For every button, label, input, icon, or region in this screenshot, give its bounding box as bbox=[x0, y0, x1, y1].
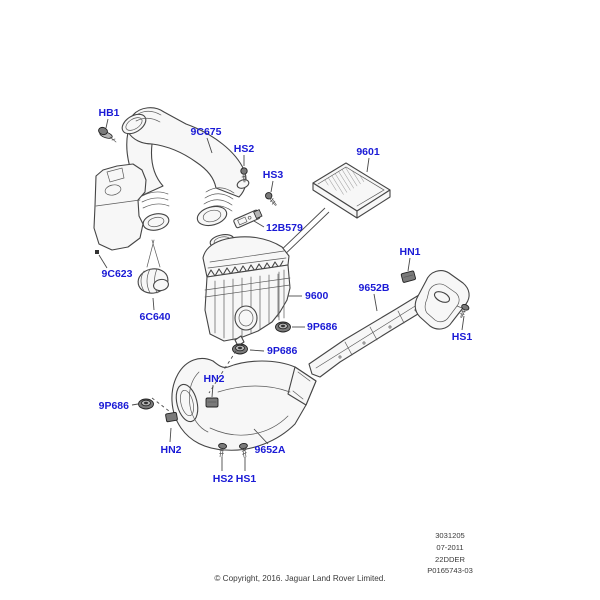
callout-hs2-top[interactable]: HS2 bbox=[234, 143, 255, 155]
drawing-number: 3031205 bbox=[435, 531, 465, 540]
callout-hs3[interactable]: HS3 bbox=[263, 169, 284, 181]
callout-9p686-left[interactable]: 9P686 bbox=[99, 400, 130, 412]
callout-hs1-right[interactable]: HS1 bbox=[452, 331, 473, 343]
screw-hs3-art bbox=[265, 192, 277, 206]
air-filter-9601-art bbox=[274, 162, 391, 261]
grommet-9p686-left-art bbox=[138, 398, 154, 410]
intake-duct-9652b-art bbox=[308, 270, 470, 378]
drawing-plate-id: P0165743-03 bbox=[427, 566, 473, 575]
drawing-code: 22DDER bbox=[435, 555, 465, 564]
callout-9652a[interactable]: 9652A bbox=[255, 444, 286, 456]
screw-hs2-bottom-art bbox=[218, 442, 227, 458]
air-cleaner-9600-art bbox=[202, 234, 291, 347]
callout-hb1[interactable]: HB1 bbox=[98, 107, 119, 119]
callout-9601[interactable]: 9601 bbox=[356, 146, 380, 158]
callout-9c675[interactable]: 9C675 bbox=[191, 126, 222, 138]
callout-labels: HB1 9C675 HS2 HS3 9601 12B579 9C623 6C64… bbox=[98, 107, 472, 485]
bolt-hb1-art bbox=[98, 126, 117, 143]
callout-9c623[interactable]: 9C623 bbox=[102, 268, 133, 280]
screw-hs2-top-art bbox=[240, 167, 248, 183]
clip-hn1-art bbox=[400, 270, 416, 283]
intake-duct-9652a-art bbox=[171, 357, 317, 451]
callout-12b579[interactable]: 12B579 bbox=[266, 222, 303, 234]
callout-9652b[interactable]: 9652B bbox=[359, 282, 390, 294]
grommet-9p686-right-art bbox=[275, 321, 291, 333]
callout-9p686-mid[interactable]: 9P686 bbox=[267, 345, 298, 357]
callout-hs2-bottom[interactable]: HS2 bbox=[213, 473, 234, 485]
clip-hn2-bottom-art bbox=[165, 411, 178, 423]
callout-9600[interactable]: 9600 bbox=[305, 290, 329, 302]
callout-hn2-top[interactable]: HN2 bbox=[203, 373, 224, 385]
screw-hs1-right-art bbox=[459, 303, 470, 319]
callout-6c640[interactable]: 6C640 bbox=[140, 311, 171, 323]
sensor-12b579-art bbox=[233, 209, 263, 229]
callout-hn2-bottom[interactable]: HN2 bbox=[160, 444, 181, 456]
screw-hs1-bottom-art bbox=[239, 442, 248, 458]
callout-hn1[interactable]: HN1 bbox=[399, 246, 420, 258]
coupling-6c640-art bbox=[137, 239, 169, 294]
resonator-9c623-art bbox=[93, 163, 147, 254]
drawing-info-block: 3031205 07-2011 22DDER P0165743-03 © Cop… bbox=[214, 531, 472, 583]
leader-lines bbox=[98, 118, 465, 471]
clip-hn2-top-art bbox=[205, 397, 219, 408]
drawing-date: 07-2011 bbox=[436, 543, 463, 552]
copyright-notice: © Copyright, 2016. Jaguar Land Rover Lim… bbox=[214, 574, 385, 583]
callout-hs1-bottom[interactable]: HS1 bbox=[236, 473, 257, 485]
grommet-9p686-mid-art bbox=[232, 343, 248, 355]
callout-9p686-right[interactable]: 9P686 bbox=[307, 321, 338, 333]
